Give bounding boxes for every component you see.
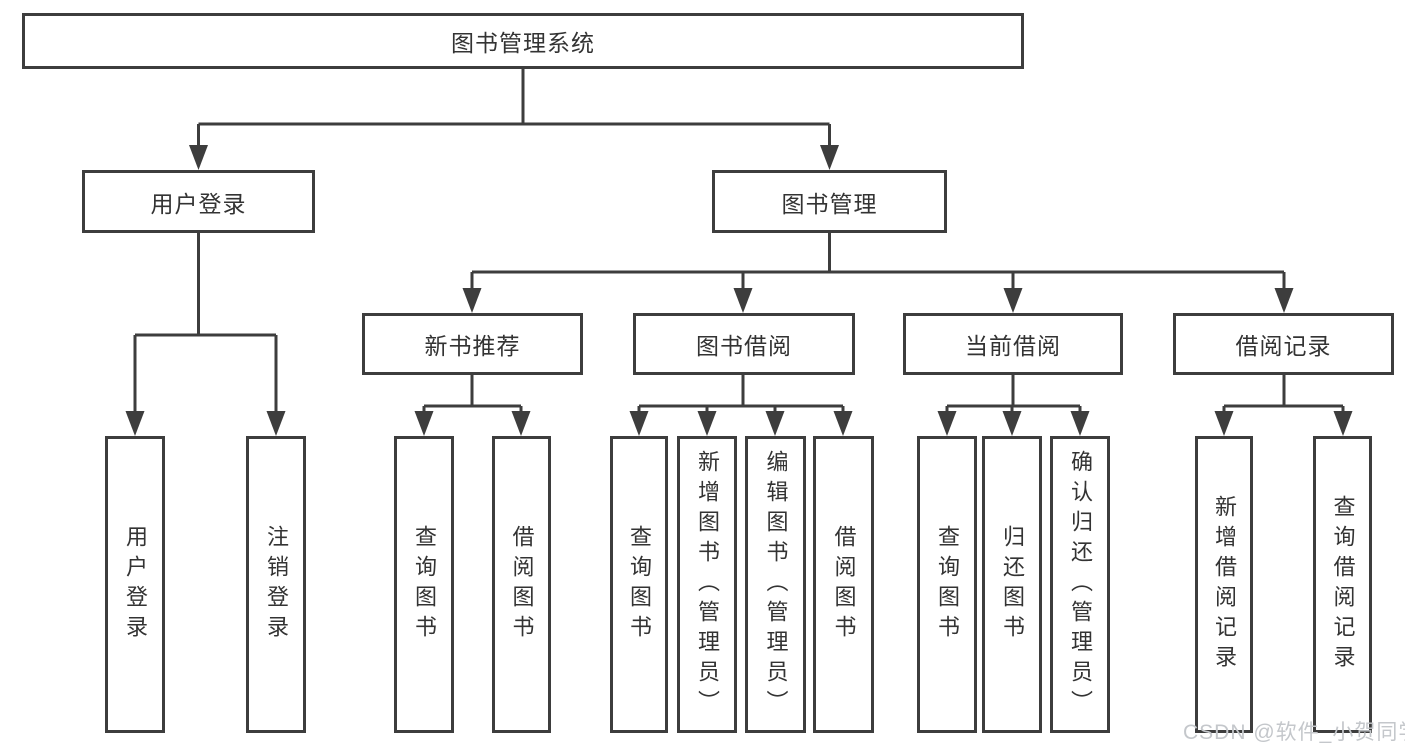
leaf-current-return-book: 归还图书 [982, 436, 1042, 733]
leaf-borrowing-borrow-book: 借阅图书 [813, 436, 874, 733]
node-borrow-records: 借阅记录 [1173, 313, 1394, 375]
leaf-recommend-borrow-book: 借阅图书 [492, 436, 551, 733]
node-book-management: 图书管理 [712, 170, 947, 233]
leaf-logout: 注销登录 [246, 436, 306, 733]
node-new-book-recommend: 新书推荐 [362, 313, 583, 375]
leaf-borrowing-query-book: 查询图书 [610, 436, 668, 733]
csdn-watermark: CSDN @软件_小贺同学 [1183, 721, 1405, 744]
leaf-records-add-borrow-record: 新增借阅记录 [1195, 436, 1253, 733]
leaf-borrowing-edit-book-admin: 编辑图书（管理员） [745, 436, 806, 733]
node-user-login: 用户登录 [82, 170, 315, 233]
leaf-current-query-book: 查询图书 [917, 436, 977, 733]
node-library-system: 图书管理系统 [22, 13, 1024, 69]
leaf-borrowing-add-book-admin: 新增图书（管理员） [677, 436, 737, 733]
leaf-current-confirm-return-admin: 确认归还（管理员） [1050, 436, 1110, 733]
leaf-recommend-query-book: 查询图书 [394, 436, 454, 733]
node-book-borrowing: 图书借阅 [633, 313, 855, 375]
node-current-borrowing: 当前借阅 [903, 313, 1123, 375]
leaf-records-query-borrow-record: 查询借阅记录 [1313, 436, 1372, 733]
leaf-user-login: 用户登录 [105, 436, 165, 733]
